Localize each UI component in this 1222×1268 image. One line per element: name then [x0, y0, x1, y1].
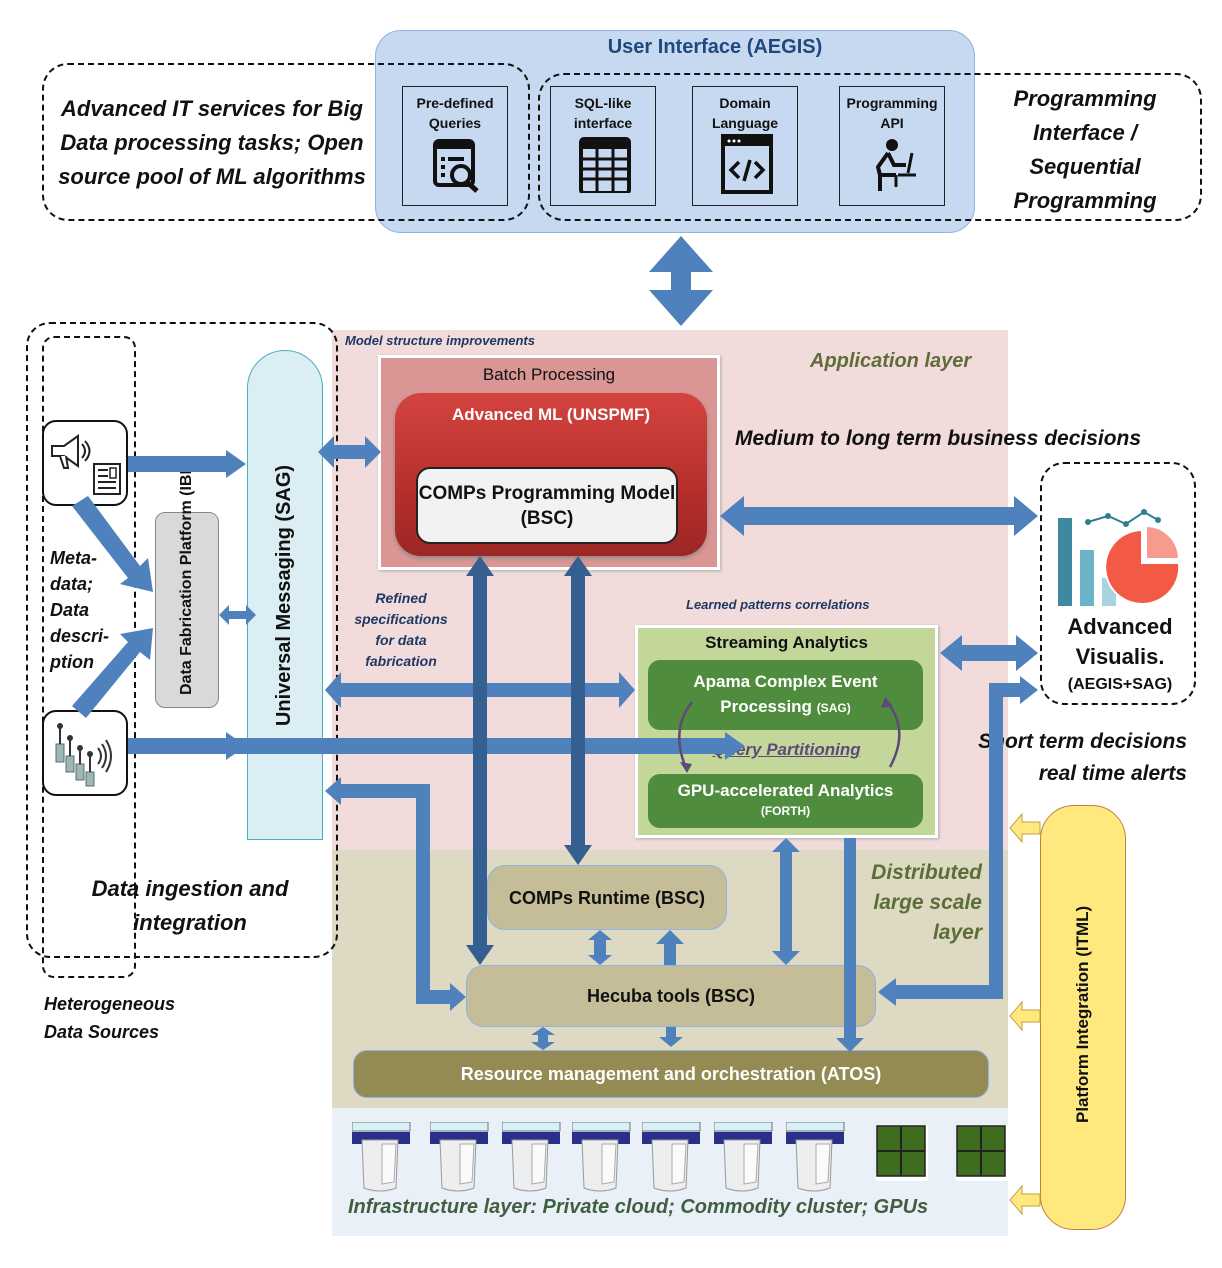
- batch-hecuba-arrow: [466, 556, 494, 965]
- hecuba-resmgmt-arrow-1: [531, 1027, 555, 1050]
- server-icon: [571, 1121, 632, 1194]
- media-news-icon: [51, 434, 121, 495]
- server-icon: [785, 1121, 846, 1194]
- apama-label: Apama Complex Event Processing: [693, 672, 878, 716]
- metadata-note: Meta-data; Data descri-ption: [50, 548, 110, 672]
- stream-viz-arrow: [940, 635, 1038, 671]
- platform-integration-bar[interactable]: Platform Integration (ITML): [1040, 805, 1126, 1230]
- gpu-analytics-box[interactable]: GPU-accelerated Analytics (FORTH): [648, 774, 923, 828]
- application-layer-label: Application layer: [810, 350, 972, 372]
- infrastructure-label: Infrastructure layer: Private cloud; Com…: [348, 1196, 929, 1218]
- distributed-layer-label: Distributed large scale layer: [871, 861, 982, 944]
- ingestion-label: Data ingestion and integration: [91, 876, 289, 935]
- card-label: SQL-like interface: [573, 95, 633, 131]
- ingestion-box: [26, 322, 338, 958]
- media-to-um-arrow: [128, 450, 246, 478]
- hecuba-to-um-arrow-head: [325, 777, 430, 805]
- stream-resmgmt-arrow: [836, 838, 864, 1052]
- visualisation-title-line1: Advanced: [1067, 614, 1173, 639]
- runtime-hecuba-arrow-2: [656, 930, 684, 965]
- right-note-text: Programming Interface / Sequential Progr…: [1013, 86, 1157, 213]
- ui-card-sql-interface[interactable]: SQL-like interface: [550, 86, 656, 206]
- ui-app-arrow: [649, 236, 713, 326]
- card-label: Pre-defined Queries: [416, 95, 494, 131]
- left-note-box: [42, 63, 530, 221]
- qp-up-arrow-head: [881, 697, 893, 708]
- apama-cep-box[interactable]: Apama Complex Event Processing (SAG): [648, 660, 923, 730]
- chart-visualisation-icon: [1058, 509, 1180, 606]
- learned-patterns-note: Learned patterns correlations: [686, 597, 870, 612]
- hecuba-um-vert: [416, 784, 430, 1004]
- universal-messaging-bar[interactable]: [247, 350, 323, 840]
- sensors-to-um-arrow-fix: [128, 732, 246, 760]
- batch-runtime-arrow: [564, 556, 592, 865]
- query-search-icon: [433, 139, 479, 193]
- right-note-box: [538, 73, 1202, 221]
- source-sensors: [42, 710, 128, 796]
- server-icon: [713, 1121, 774, 1194]
- sensors-to-um-arrow: [128, 732, 745, 760]
- comps-runtime[interactable]: COMPs Runtime (BSC): [487, 865, 727, 930]
- visualisation-org: (AEGIS+SAG): [1067, 676, 1173, 693]
- visualisation-title: Advanced Visualis.: [1040, 612, 1200, 672]
- programmer-icon: [876, 139, 916, 191]
- server-icon: [641, 1121, 702, 1194]
- hecuba-resmgmt-arrow-2: [659, 1027, 683, 1047]
- dfp-um-arrow: [219, 605, 256, 625]
- sources-label: Heterogeneous Data Sources: [44, 994, 176, 1042]
- query-partitioning: Query Partitioning: [712, 740, 861, 759]
- qp-down-arrow-head: [680, 762, 692, 773]
- ui-card-programming-api[interactable]: Programming API: [839, 86, 945, 206]
- sensors-icon: [55, 723, 112, 787]
- server-icon: [501, 1121, 562, 1194]
- media-to-dfp-arrow: [72, 496, 153, 592]
- batch-viz-arrow: [720, 496, 1038, 536]
- gpu-icon: [876, 1125, 928, 1181]
- short-term-note: Short term decisions real time alerts: [978, 730, 1187, 785]
- streaming-analytics-title: Streaming Analytics: [705, 633, 868, 652]
- left-note-text: Advanced IT services for Big Data proces…: [58, 95, 366, 189]
- refined-specs-note: Refined specifications for data fabricat…: [354, 590, 448, 669]
- ui-card-predefined-queries[interactable]: Pre-defined Queries: [402, 86, 508, 206]
- visualisation-title-line2: Visualis.: [1075, 644, 1165, 669]
- advanced-visualisation-box[interactable]: [1040, 462, 1196, 705]
- stream-hecuba-arrow: [772, 838, 800, 965]
- gpu-label: GPU-accelerated Analytics: [677, 781, 894, 800]
- data-fabrication-platform[interactable]: Data Fabrication Platform (IBM): [155, 456, 219, 708]
- itml-app-arrow: [1009, 812, 1041, 844]
- qp-down-arrow: [678, 701, 693, 769]
- comps-programming-model[interactable]: COMPs Programming Model (BSC): [416, 467, 678, 544]
- hecuba-tools[interactable]: Hecuba tools (BSC): [466, 965, 876, 1027]
- gpu-icon: [956, 1125, 1008, 1181]
- itml-infra-arrow: [1009, 1184, 1041, 1216]
- resource-management[interactable]: Resource management and orchestration (A…: [353, 1050, 989, 1098]
- sensors-to-dfp-arrow: [72, 628, 153, 718]
- batch-processing-title: Batch Processing: [482, 365, 616, 384]
- um-batch-arrow: [318, 436, 381, 468]
- ui-card-domain-language[interactable]: Domain Language: [692, 86, 798, 206]
- ui-title: User Interface (AEGIS): [607, 36, 823, 58]
- qp-up-arrow: [886, 701, 901, 768]
- advanced-ml-title: Advanced ML (UNSPMF): [451, 405, 651, 424]
- model-note: Model structure improvements: [345, 333, 535, 348]
- table-icon: [579, 137, 631, 193]
- runtime-hecuba-arrow-1: [588, 930, 612, 965]
- hecuba-viz-vert: [989, 690, 1003, 999]
- viz-to-hecuba-arrow: [878, 978, 1000, 1006]
- um-to-hecuba-arrow: [416, 983, 466, 1011]
- hecuba-to-viz-arrow: [989, 676, 1038, 704]
- server-icon: [351, 1121, 412, 1194]
- itml-dist-arrow: [1009, 1000, 1041, 1032]
- apama-org: (SAG): [816, 701, 851, 715]
- gpu-org: (FORTH): [760, 804, 811, 818]
- code-window-icon: [721, 134, 773, 194]
- source-media: [42, 420, 128, 506]
- medium-term-note: Medium to long term business decisions: [735, 427, 1142, 450]
- card-label: Programming API: [846, 95, 938, 131]
- server-icon: [429, 1121, 490, 1194]
- card-label: Domain Language: [711, 95, 779, 131]
